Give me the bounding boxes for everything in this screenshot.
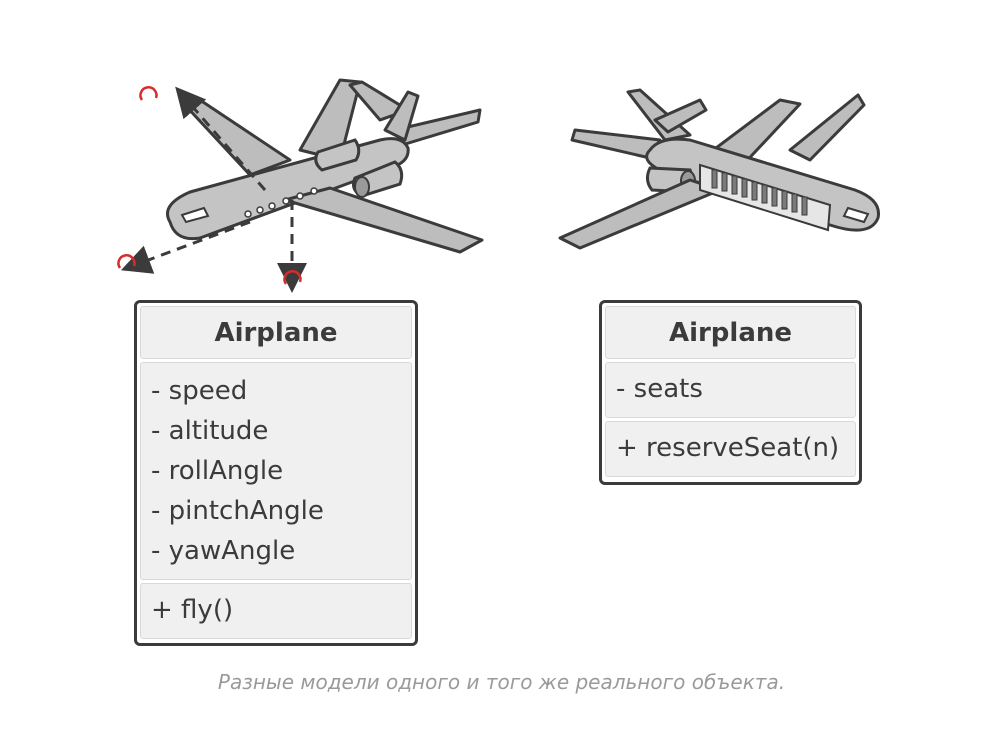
airplane-flight-axes-icon	[120, 78, 484, 293]
attribute-seats: - seats	[616, 374, 703, 404]
method-fly: + fly()	[151, 595, 234, 625]
class-name: Airplane	[605, 306, 856, 359]
attribute-roll-angle: - rollAngle	[151, 456, 284, 486]
illustration	[117, 78, 881, 293]
methods-compartment: + reserveSeat(n)	[605, 421, 856, 477]
class-box-airplane-flight: Airplane - speed - altitude - rollAngle …	[134, 300, 418, 646]
attribute-speed: - speed	[151, 376, 248, 406]
class-box-airplane-booking: Airplane - seats + reserveSeat(n)	[599, 300, 862, 485]
attributes-compartment: - speed - altitude - rollAngle - pintchA…	[140, 362, 412, 580]
method-reserve-seat: + reserveSeat(n)	[616, 433, 840, 463]
class-name: Airplane	[140, 306, 412, 359]
methods-compartment: + fly()	[140, 583, 412, 639]
rotation-arrow-icon	[117, 86, 302, 285]
airplane-cabin-seats-icon	[558, 88, 881, 250]
attribute-pitch-angle: - pintchAngle	[151, 496, 324, 526]
attribute-altitude: - altitude	[151, 416, 269, 446]
figure-caption: Разные модели одного и того же реального…	[217, 670, 786, 694]
attribute-yaw-angle: - yawAngle	[151, 536, 296, 566]
attributes-compartment: - seats	[605, 362, 856, 418]
